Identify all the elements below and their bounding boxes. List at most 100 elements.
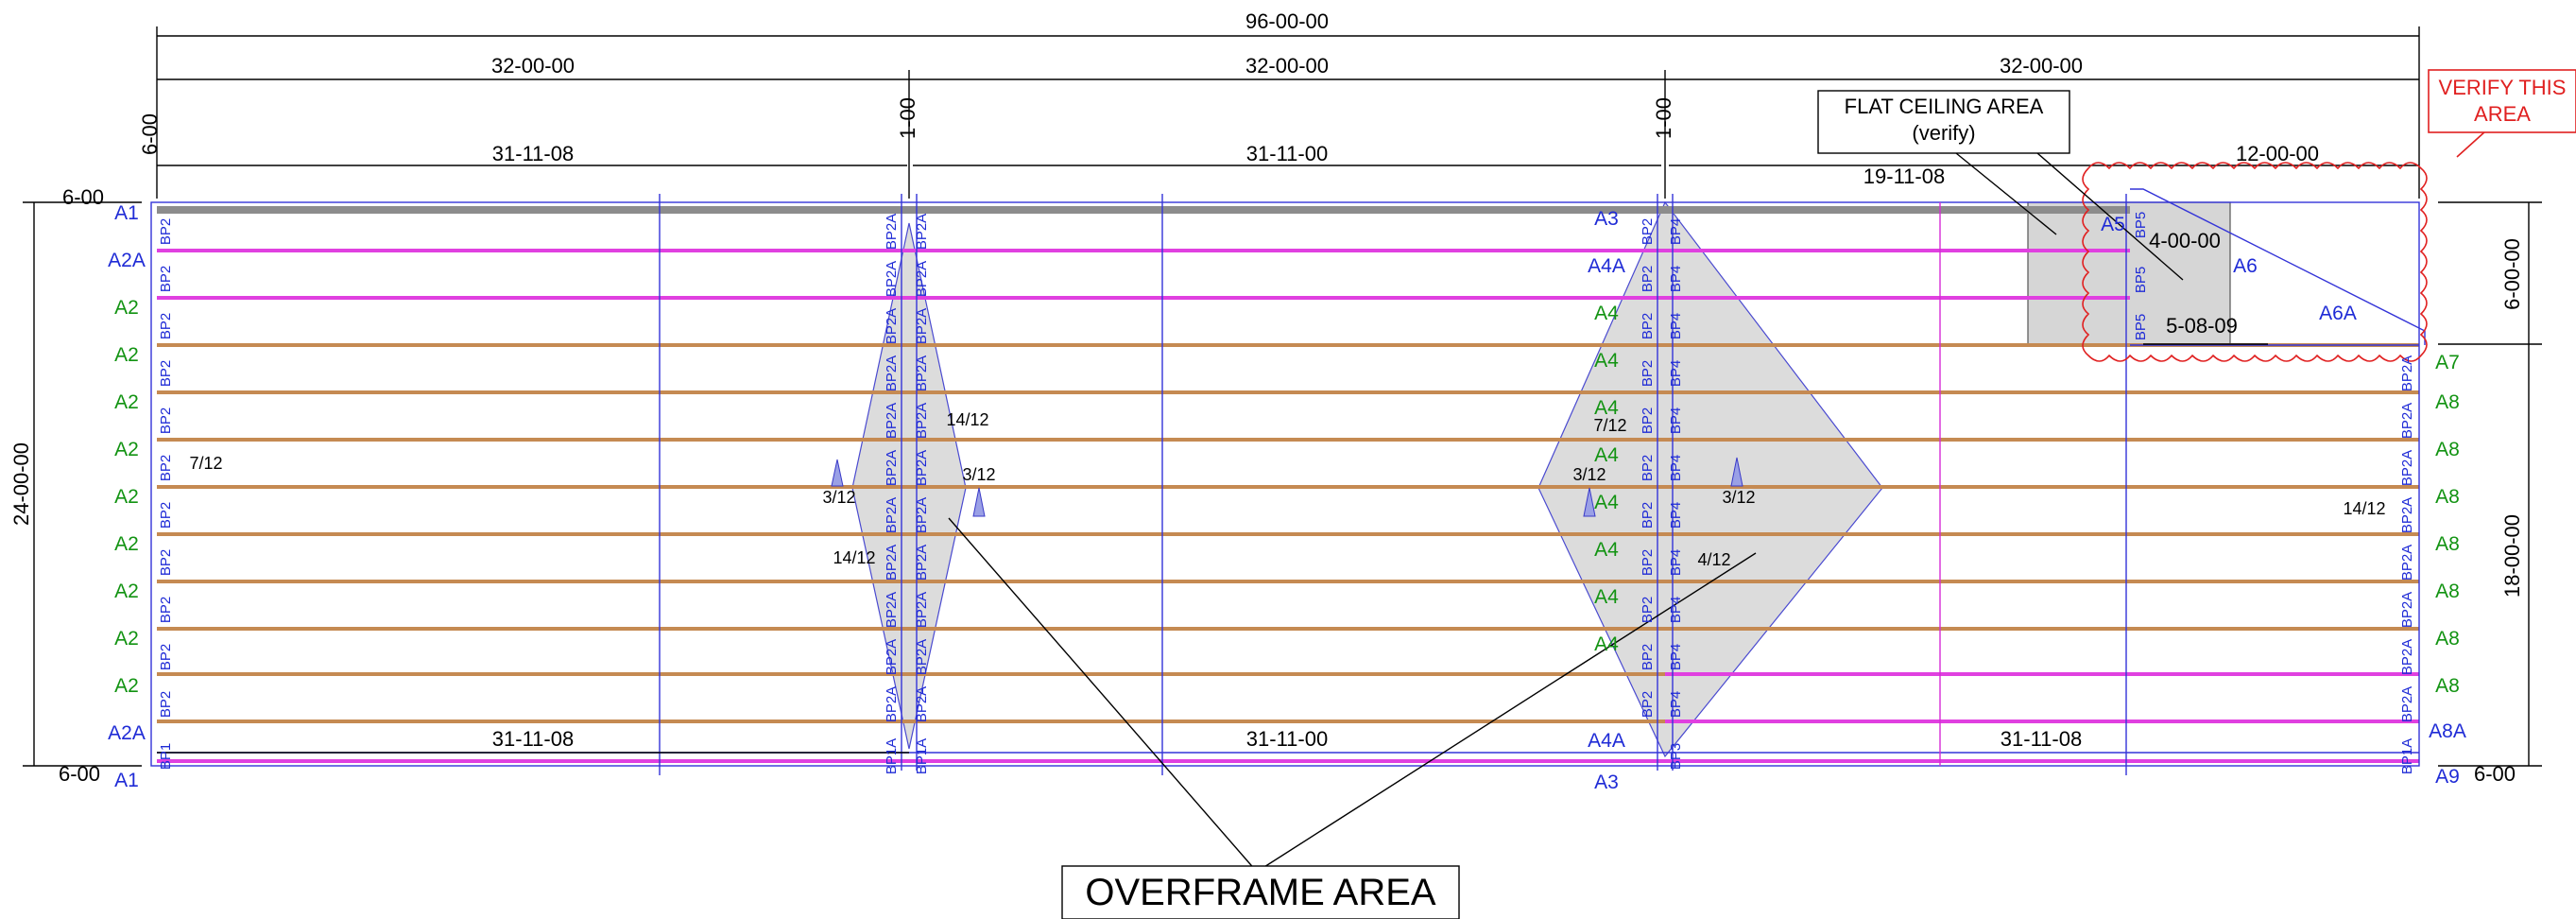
bearing-label: BP2 xyxy=(158,407,174,434)
dim-bottom-1: 31-11-08 xyxy=(492,727,574,751)
truss-label-center: A4A xyxy=(1588,255,1625,277)
bearing-label-bp1a-2: BP1A xyxy=(914,738,930,774)
bearing-label-bp1a: BP1A xyxy=(884,738,900,774)
bearing-label: BP2 xyxy=(1640,644,1656,670)
bearing-label: BP2A xyxy=(914,686,930,722)
bearing-label: BP2A xyxy=(914,403,930,439)
pitch-5: 14/12 xyxy=(833,548,875,567)
truss-label-right: A7 xyxy=(2435,352,2460,373)
bearing-label: BP2 xyxy=(1640,455,1656,481)
dim-left-height: 24-00-00 xyxy=(9,442,33,526)
bearing-label-bp5-3: BP5 xyxy=(2133,314,2149,340)
bearing-label: BP4 xyxy=(1668,455,1684,481)
bearing-label: BP2 xyxy=(1640,360,1656,387)
side-dimensions: 24-00-00 6-00 6-00 6-00-00 18-00-00 6-00 xyxy=(9,185,2542,786)
bearing-label: BP2A xyxy=(884,686,900,722)
truss-label-center: A4 xyxy=(1594,444,1619,466)
truss-label-left: A2 xyxy=(114,628,139,650)
verify-note-line-1: VERIFY THIS xyxy=(2439,76,2567,99)
truss-label-center: A4 xyxy=(1594,303,1619,324)
pitch-6: 7/12 xyxy=(1593,416,1626,435)
bearing-label-bp1: BP1 xyxy=(158,743,174,770)
truss-label-center: A3 xyxy=(1594,208,1619,230)
bearing-label: BP2A xyxy=(884,450,900,486)
truss-label-center: A4 xyxy=(1594,397,1619,419)
flat-ceiling-note-line-2: (verify) xyxy=(1912,121,1975,145)
truss-label-a6: A6 xyxy=(2233,255,2258,277)
pitch-10: 14/12 xyxy=(2343,499,2385,518)
truss-label-right: A8 xyxy=(2435,675,2460,697)
bearing-label: BP2A xyxy=(2399,497,2415,533)
pitch-2: 14/12 xyxy=(946,410,988,429)
truss-label-center: A3 xyxy=(1594,772,1619,793)
bearing-label: BP2A xyxy=(884,261,900,297)
dim-inner-4: 4-00-00 xyxy=(2149,229,2221,252)
truss-label-left: A2A xyxy=(108,722,146,744)
bearing-label: BP2 xyxy=(158,360,174,387)
bearing-label: BP4 xyxy=(1668,691,1684,718)
bearing-label: BP4 xyxy=(1668,407,1684,434)
bearing-label: BP2 xyxy=(1640,502,1656,529)
dim-bottom-3: 31-11-08 xyxy=(2001,727,2082,751)
truss-label-left: A2 xyxy=(114,391,139,413)
bearing-label: BP2A xyxy=(884,403,900,439)
bearing-label-bp3: BP3 xyxy=(1668,743,1684,770)
bearing-label: BP2A xyxy=(884,639,900,675)
bearing-label: BP2 xyxy=(158,455,174,481)
bearing-label-bp5-2: BP5 xyxy=(2133,267,2149,293)
bearing-label: BP2A xyxy=(914,497,930,533)
truss-label-left: A2 xyxy=(114,675,139,697)
flat-ceiling-note-line-1: FLAT CEILING AREA xyxy=(1845,95,2044,118)
bearing-label: BP2A xyxy=(914,545,930,581)
truss-label-left: A2 xyxy=(114,344,139,366)
bearing-label: BP2A xyxy=(884,592,900,628)
bearing-label: BP2 xyxy=(158,502,174,529)
truss-label-center: A4 xyxy=(1594,586,1619,608)
pitch-1: 7/12 xyxy=(189,454,222,473)
bearing-label: BP2A xyxy=(884,497,900,533)
bearing-label: BP2A xyxy=(2399,450,2415,486)
bearing-label: BP2 xyxy=(158,597,174,623)
bearing-label: BP2A xyxy=(884,214,900,250)
dim-overhang-left-top: 6-00 xyxy=(62,185,104,209)
dim-vert-small-1: 6-00 xyxy=(138,113,162,155)
truss-label-right: A8 xyxy=(2435,486,2460,508)
bearing-label: BP2 xyxy=(1640,313,1656,339)
verify-note: VERIFY THIS AREA xyxy=(2428,69,2576,133)
truss-label-center: A4 xyxy=(1594,350,1619,372)
verify-note-line-2: AREA xyxy=(2474,102,2531,126)
truss-label-center: A4 xyxy=(1594,633,1619,655)
dim-seg-3: 32-00-00 xyxy=(2000,54,2083,78)
bearing-label: BP2 xyxy=(158,218,174,245)
truss-label-left: A2 xyxy=(114,486,139,508)
dim-overhang-left-bottom: 6-00 xyxy=(59,762,100,786)
truss-label-left: A2 xyxy=(114,533,139,555)
bearing-label: BP2A xyxy=(884,355,900,391)
dim-overhang-right-bottom: 6-00 xyxy=(2474,762,2516,786)
bearing-label: BP2A xyxy=(2399,403,2415,439)
dim-bottom-2: 31-11-00 xyxy=(1246,727,1328,751)
dim-inner-5: 5-08-09 xyxy=(2166,314,2238,338)
flat-ceiling-note: FLAT CEILING AREA (verify) xyxy=(1817,90,2184,281)
truss-label-right: A8 xyxy=(2435,628,2460,650)
bearing-label: BP2 xyxy=(158,549,174,576)
top-dimensions: 96-00-00 32-00-00 32-00-00 32-00-00 31-1… xyxy=(138,9,2420,199)
pitch-3: 3/12 xyxy=(822,488,855,507)
bearing-label-bp1a-3: BP1A xyxy=(2399,738,2415,774)
truss-label-left: A2 xyxy=(114,439,139,460)
truss-label-right: A8 xyxy=(2435,533,2460,555)
truss-label-left: A2 xyxy=(114,297,139,319)
bearing-label: BP2 xyxy=(158,691,174,718)
dim-span-4: 12-00-00 xyxy=(2236,142,2319,165)
bearing-label: BP2 xyxy=(158,266,174,292)
truss-label-center: A4 xyxy=(1594,492,1619,513)
bearing-label: BP2A xyxy=(914,450,930,486)
truss-label-center: A4A xyxy=(1588,730,1625,752)
dim-span-2: 31-11-00 xyxy=(1246,142,1328,165)
bearing-label: BP2 xyxy=(1640,597,1656,623)
overframe-note-label: OVERFRAME AREA xyxy=(1085,872,1436,913)
overframe-note: OVERFRAME AREA xyxy=(948,517,1757,919)
bearing-label: BP4 xyxy=(1668,502,1684,529)
bearing-labels: BP2BP2BP2BP2BP2BP2BP2BP2BP2BP2BP2BP2ABP2… xyxy=(158,212,2415,774)
